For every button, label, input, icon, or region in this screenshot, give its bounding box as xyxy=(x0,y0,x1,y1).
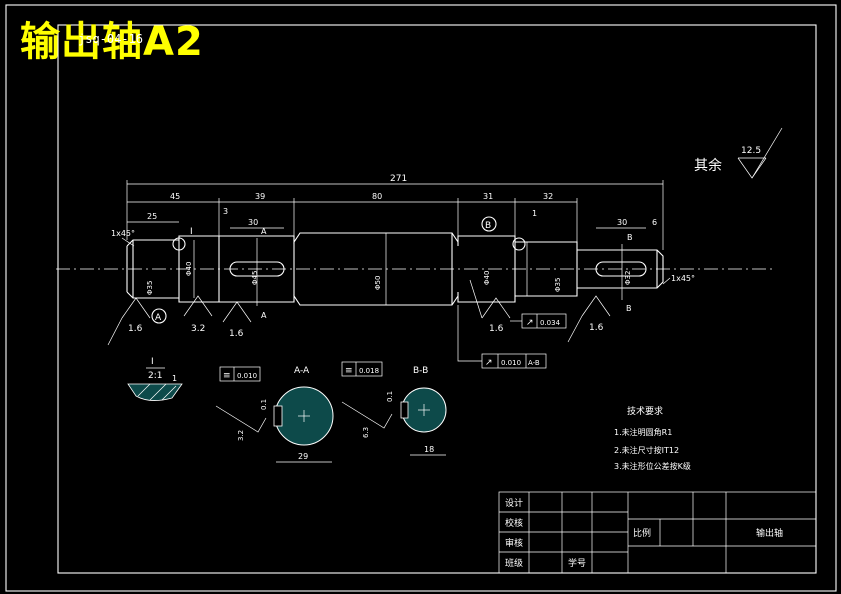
detail-scale: 2:1 xyxy=(148,371,162,381)
drawing-title: 输出轴A2 xyxy=(20,19,204,65)
chamfer-right: 1x45° xyxy=(671,274,695,283)
section-b-bot: B xyxy=(626,304,632,313)
section-a-top: A xyxy=(261,227,267,236)
roughness-4 xyxy=(469,279,511,319)
hatch xyxy=(161,385,177,401)
dim-sub-1: 1 xyxy=(532,209,537,218)
runout-symbol-2: ↗ xyxy=(485,358,493,368)
detail-note: 1 xyxy=(172,374,177,383)
tech-item-2: 2.未注尺寸按IT12 xyxy=(614,445,679,455)
dim-seg-4: 31 xyxy=(483,192,493,201)
dia-6: Φ35 xyxy=(554,278,562,292)
tb-check: 校核 xyxy=(505,517,523,529)
datum-b-circle xyxy=(481,216,497,232)
leader xyxy=(121,237,135,247)
sym-frame-a xyxy=(219,366,261,382)
outer-frame xyxy=(5,4,837,592)
detail-label: I xyxy=(151,357,154,367)
roughness-2 xyxy=(183,295,213,317)
surface-note: 其余 xyxy=(694,157,722,174)
roughness-label-4: 1.6 xyxy=(489,324,504,334)
tb-part-name: 输出轴 xyxy=(756,527,783,539)
tech-heading: 技术要求 xyxy=(627,405,663,417)
dim-seg-3: 80 xyxy=(372,192,382,201)
detail-circle-2 xyxy=(512,237,526,251)
section-b-top: B xyxy=(627,233,633,242)
tech-item-1: 1.未注明圆角R1 xyxy=(614,427,672,437)
runout-symbol: ↗ xyxy=(526,318,534,328)
roughness-label-1: 1.6 xyxy=(128,324,143,334)
dia-5: Φ40 xyxy=(483,271,491,285)
runout-bottom: 0.010 xyxy=(501,359,521,367)
dia-4: Φ50 xyxy=(374,276,382,290)
dia-7: Φ32 xyxy=(624,271,632,285)
dia-3: Φ45 xyxy=(251,271,259,285)
chamfer-left: 1x45° xyxy=(111,229,135,238)
section-aa-width: 29 xyxy=(298,452,308,461)
section-aa-finish: 3.2 xyxy=(237,430,245,441)
title-block xyxy=(498,491,817,574)
dim-sub-6: 6 xyxy=(652,218,657,227)
tb-scale: 比例 xyxy=(633,527,651,539)
detail-shape xyxy=(127,383,183,401)
dim-seg-2: 39 xyxy=(255,192,265,201)
section-aa-keyway xyxy=(273,405,283,427)
keyway-right xyxy=(595,261,647,277)
roughness-5 xyxy=(567,295,611,343)
datum-b: B xyxy=(485,221,491,231)
section-bb-title: B-B xyxy=(413,366,428,376)
drawing-code: jsq-04-16 xyxy=(78,32,144,46)
tech-item-3: 3.未注形位公差按K级 xyxy=(614,461,691,471)
general-roughness-value: 12.5 xyxy=(741,146,761,156)
general-roughness-symbol xyxy=(737,127,783,179)
section-bb-roughness xyxy=(341,401,393,429)
section-a-bot: A xyxy=(261,311,267,320)
tb-student-no: 学号 xyxy=(568,557,586,569)
section-aa-roughness xyxy=(215,405,267,433)
runout-bottom-ref: A-B xyxy=(528,359,540,367)
leader xyxy=(662,277,671,285)
roughness-3 xyxy=(222,301,252,323)
detail-callout: I xyxy=(190,227,193,237)
section-aa-tol: 0.1 xyxy=(260,399,268,410)
dim-seg-1: 45 xyxy=(170,192,180,201)
sym-b: 0.018 xyxy=(359,367,379,375)
roughness-label-2: 3.2 xyxy=(191,324,205,334)
datum-a: A xyxy=(155,313,162,323)
section-bb-finish: 6.3 xyxy=(362,427,370,438)
leader xyxy=(457,305,482,362)
section-bb-width: 18 xyxy=(424,445,434,454)
hatch xyxy=(149,383,167,401)
dim-overall: 271 xyxy=(390,174,407,184)
tb-class: 班级 xyxy=(505,557,523,569)
sym-symbol-a: ≡ xyxy=(223,371,231,381)
hatch xyxy=(137,383,151,397)
dim-sub-3: 3 xyxy=(223,207,228,216)
tb-review: 审核 xyxy=(505,537,523,549)
dia-2: Φ40 xyxy=(185,262,193,276)
roughness-label-3: 1.6 xyxy=(229,329,244,339)
sym-symbol-b: ≡ xyxy=(345,366,353,376)
runout-right: 0.034 xyxy=(540,319,561,327)
sym-frame-b xyxy=(341,361,383,377)
sym-a: 0.010 xyxy=(237,372,257,380)
dia-1: Φ35 xyxy=(146,281,154,295)
dim-sub-30b: 30 xyxy=(617,218,627,227)
dim-sub-30a: 30 xyxy=(248,218,258,227)
dim-sub-25: 25 xyxy=(147,212,157,221)
roughness-label-5: 1.6 xyxy=(589,323,604,333)
section-aa-title: A-A xyxy=(294,366,310,376)
section-bb-tol: 0.1 xyxy=(386,391,394,402)
section-bb-keyway xyxy=(400,401,409,419)
dim-seg-5: 32 xyxy=(543,192,553,201)
tb-design: 设计 xyxy=(505,497,523,509)
detail-circle xyxy=(172,237,186,251)
inner-frame xyxy=(57,24,817,574)
datum-a-circle xyxy=(151,308,167,324)
roughness-1 xyxy=(107,297,151,346)
